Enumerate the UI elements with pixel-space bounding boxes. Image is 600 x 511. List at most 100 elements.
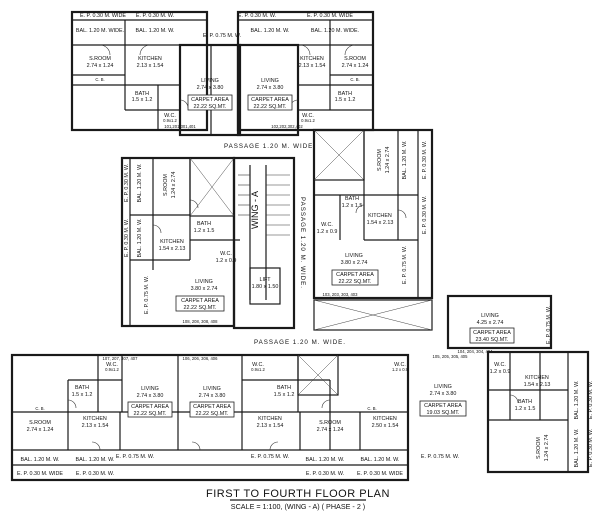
living-bottom-3-dim: 2.74 x 3.80 bbox=[430, 391, 457, 397]
cb-top-right: C. B. bbox=[350, 77, 359, 82]
sroom-right-dim: 1.24 x 2.74 bbox=[544, 435, 550, 462]
wc-right-dim: 1.2 x 0.9 bbox=[490, 369, 511, 375]
wc-bottom-left-dim: 0.9x1.2 bbox=[105, 367, 119, 372]
ep-mid-left: E. P. 0.30 M. W. bbox=[124, 164, 130, 202]
flat-no-mid-right: 103, 203, 303, 403 bbox=[323, 292, 359, 297]
flat-no-top-right: 102,202,302,402 bbox=[271, 124, 303, 129]
ep-mid-left-3: E. P. 0.75 M. W. bbox=[144, 276, 150, 314]
wc-mid-right-dim: 1.2 x 0.9 bbox=[317, 229, 338, 235]
bal-a-label: BAL. 1.20 M. WIDE. bbox=[76, 28, 124, 34]
carpet-bottom-2-val: 22.22 SQ.MT. bbox=[196, 411, 229, 417]
carpet-bottom-3-val: 19.03 SQ.MT. bbox=[427, 410, 460, 416]
bal-b-label: BAL. 1.20 M. W. bbox=[136, 28, 175, 34]
ep-a-label: E. P. 0.75 M. W. bbox=[203, 33, 241, 39]
bal-mid-right: BAL. 1.20 M. W. bbox=[402, 141, 408, 180]
carpet-right-val: 23.40 SQ.MT. bbox=[476, 337, 509, 343]
wc-top-left-dim: 0.9x1.2 bbox=[163, 118, 177, 123]
sroom-mid-left: S.ROOM bbox=[163, 174, 169, 196]
living-mid-right: LIVING bbox=[345, 253, 363, 259]
epw-bottom-2: E. P. 0.30 M. WIDE bbox=[357, 471, 403, 477]
carpet-top-right-val: 22.22 SQ.MT. bbox=[254, 104, 287, 110]
sroom-top-right: S.ROOM bbox=[344, 56, 366, 62]
living-bottom-2: LIVING bbox=[203, 386, 221, 392]
ep-bottom-1: E. P. 0.75 M. W. bbox=[116, 454, 154, 460]
ep-bottom-3: E. P. 0.75 M. W. bbox=[421, 454, 459, 460]
living-top-left: LIVING bbox=[201, 78, 219, 84]
sroom-mid-left-dim: 1.24 x 2.74 bbox=[171, 172, 177, 199]
ep-right-3: E. P. 0.30 M. W. bbox=[588, 429, 594, 467]
sroom-mid-right: S.ROOM bbox=[377, 149, 383, 171]
passage-vertical: PASSAGE 1.20 M. WIDE. bbox=[299, 197, 306, 289]
living-bottom-2-dim: 2.74 x 3.80 bbox=[199, 393, 226, 399]
ep-mid-left-2: E. P. 0.30 M. W. bbox=[124, 219, 130, 257]
middle-core: S.ROOM 1.24 x 2.74 E. P. 0.30 M. W. BAL.… bbox=[120, 128, 434, 331]
kitchen-top-right-dim: 2.13 x 1.54 bbox=[299, 63, 326, 69]
flat-no-mid-left: 108, 208, 308, 408 bbox=[183, 319, 219, 324]
carpet-top-right: CARPET AREA bbox=[251, 97, 289, 103]
kitchen-bottom-3-dim: 2.50 x 1.54 bbox=[372, 423, 399, 429]
bal-mid-left-2: BAL. 1.20 M. W. bbox=[137, 219, 143, 258]
living-top-right: LIVING bbox=[261, 78, 279, 84]
carpet-mid-left: CARPET AREA bbox=[181, 298, 219, 304]
living-right-dim: 4.25 x 2.74 bbox=[477, 320, 504, 326]
wc-top-left: W.C. bbox=[164, 113, 176, 119]
ep-mid-right: E. P. 0.30 M. W. bbox=[422, 141, 428, 179]
bath-top-left-dim: 1.5 x 1.2 bbox=[132, 97, 153, 103]
top-wing: E. P. 0.30 M. WIDE E. P. 0.30 M. W. E. P… bbox=[70, 10, 375, 137]
ep-right-2: E. P. 0.30 M. W. bbox=[588, 381, 594, 419]
ep-b-label: E. P. 0.30 M. W. bbox=[136, 13, 174, 19]
flat-no-top-left: 101,201,301,401 bbox=[164, 124, 196, 129]
right-wing: LIVING 4.25 x 2.74 CARPET AREA 23.40 SQ.… bbox=[446, 294, 594, 474]
living-mid-left: LIVING bbox=[195, 279, 213, 285]
bath-mid-left: BATH bbox=[197, 221, 211, 227]
wc-right: W.C. bbox=[494, 362, 506, 368]
sroom-bottom-left-dim: 2.74 x 1.24 bbox=[27, 427, 54, 433]
ep-bottom-5: E. P. 0.30 M. W. bbox=[306, 471, 344, 477]
bath-right-dim: 1.2 x 1.5 bbox=[515, 406, 536, 412]
wc-mid-left-dim: 1.2 x 0.9 bbox=[216, 258, 237, 264]
kitchen-mid-left-dim: 1.54 x 2.13 bbox=[159, 246, 186, 252]
lift-size: 1.80 x 1.50 bbox=[252, 284, 279, 290]
bath-bottom-left-dim: 1.5 x 1.2 bbox=[72, 392, 93, 398]
sroom-mid-right-dim: 1.24 x 2.74 bbox=[385, 147, 391, 174]
sroom-top-left-dim: 2.74 x 1.24 bbox=[87, 63, 114, 69]
living-bottom-1-dim: 2.74 x 3.80 bbox=[137, 393, 164, 399]
ep-mid-right-2: E. P. 0.30 M. W. bbox=[422, 196, 428, 234]
epw-a-right-label: E. P. 0.30 M. WIDE bbox=[307, 13, 353, 19]
flat-no-right: 104, 204, 304, 404 bbox=[458, 349, 494, 354]
kitchen-mid-right-dim: 1.54 x 2.13 bbox=[367, 220, 394, 226]
living-top-left-dim: 2.74 x 3.80 bbox=[197, 85, 224, 91]
bal-bottom-1: BAL. 1.20 M. W. bbox=[21, 457, 60, 463]
bal-mid-left: BAL. 1.20 M. W. bbox=[137, 164, 143, 203]
wc-bottom-mid-dim: 0.9x1.2 bbox=[251, 367, 265, 372]
passage-top: PASSAGE 1.20 M. WIDE. bbox=[224, 143, 316, 150]
carpet-mid-right-val: 22.22 SQ.MT. bbox=[339, 279, 372, 285]
kitchen-bottom-1-dim: 2.13 x 1.54 bbox=[82, 423, 109, 429]
cb-bottom-left: C. B. bbox=[35, 406, 44, 411]
bal-bottom-4: BAL. 1.20 M. W. bbox=[361, 457, 400, 463]
cb-top-left: C. B. bbox=[95, 77, 104, 82]
living-mid-left-dim: 3.80 x 2.74 bbox=[191, 286, 218, 292]
wc-top-right: W.C. bbox=[302, 113, 314, 119]
ep-bottom-4: E. P. 0.30 M. W. bbox=[76, 471, 114, 477]
kitchen-bottom-3: KITCHEN bbox=[373, 416, 397, 422]
sroom-bottom-left: S.ROOM bbox=[29, 420, 51, 426]
sroom-top-left: S.ROOM bbox=[89, 56, 111, 62]
kitchen-right: KITCHEN bbox=[525, 375, 549, 381]
flat-no-bottom-right: 105, 205, 305, 405 bbox=[433, 354, 469, 359]
bath-top-right-dim: 1.5 x 1.2 bbox=[335, 97, 356, 103]
bath-top-right: BATH bbox=[338, 91, 352, 97]
carpet-bottom-1: CARPET AREA bbox=[131, 404, 169, 410]
carpet-bottom-1-val: 22.22 SQ.MT. bbox=[134, 411, 167, 417]
kitchen-bottom-2-dim: 2.13 x 1.54 bbox=[257, 423, 284, 429]
carpet-top-left: CARPET AREA bbox=[191, 97, 229, 103]
bath-mid-left-dim: 1.2 x 1.5 bbox=[194, 228, 215, 234]
carpet-top-left-val: 22.22 SQ.MT. bbox=[194, 104, 227, 110]
plan-title: FIRST TO FOURTH FLOOR PLAN bbox=[206, 488, 390, 500]
bal-right: BAL. 1.20 M. W. bbox=[574, 381, 580, 420]
wc-mid-left: W.C. bbox=[220, 251, 232, 257]
living-top-right-dim: 2.74 x 3.80 bbox=[257, 85, 284, 91]
wc-bottom-right: W.C. bbox=[394, 362, 406, 368]
